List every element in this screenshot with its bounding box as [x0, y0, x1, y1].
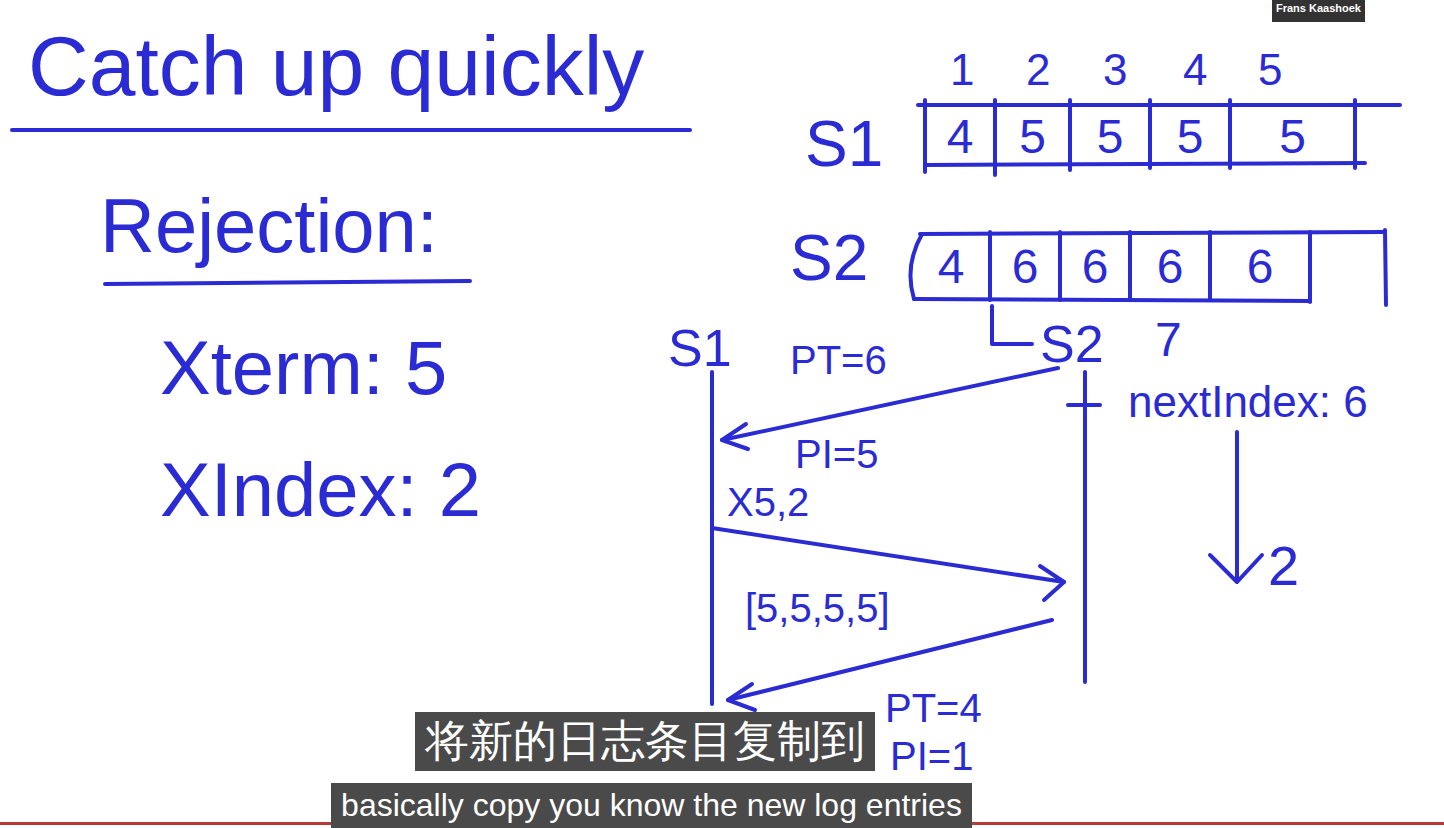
arrowhead: [728, 684, 755, 710]
index-number: 4: [1183, 48, 1207, 92]
node-text: 将新的日志条目复制到: [425, 716, 865, 767]
log-entry: 5: [1070, 107, 1150, 167]
message-field: PI=1: [890, 736, 973, 776]
index-number: 2: [1026, 48, 1050, 92]
server-name: S1: [668, 322, 732, 374]
index-number: 5: [1258, 48, 1282, 92]
log-row-bracket: [910, 234, 922, 299]
note: 2: [1268, 538, 1299, 594]
node-text: basically copy you know the new log entr…: [341, 787, 962, 824]
node-text: 6: [1082, 239, 1109, 294]
node-text: 5: [1177, 109, 1204, 164]
log-entry: 4: [912, 236, 990, 298]
heading: Rejection:: [100, 188, 438, 264]
note: nextIndex: 6: [1128, 380, 1368, 424]
timeline: [710, 372, 714, 704]
node-text: 6: [1247, 239, 1274, 294]
note: Xterm: 5: [160, 330, 447, 406]
subtitle: 将新的日志条目复制到: [415, 712, 875, 771]
log-entry: 5: [1230, 107, 1355, 167]
index-number: 1: [950, 48, 974, 92]
message-field: PT=4: [885, 688, 982, 728]
server-name: S2: [1040, 318, 1104, 370]
down-arrow: [1235, 432, 1239, 580]
message-field: PI=5: [795, 434, 878, 474]
log-entry: 6: [1130, 236, 1210, 298]
arrowhead: [1210, 555, 1262, 582]
node-text: 5: [1019, 109, 1046, 164]
tick-mark: [1068, 403, 1100, 407]
arrowhead: [1040, 566, 1064, 600]
note: XIndex: 2: [160, 452, 481, 528]
log-row-line: [914, 299, 1310, 301]
message-arrow: [722, 368, 1058, 440]
message-field: PT=6: [790, 340, 887, 380]
log-entry: 4: [925, 107, 995, 167]
timeline: [1083, 372, 1087, 682]
node-text: 5: [1279, 109, 1306, 164]
log-entry: 5: [995, 107, 1070, 167]
log-cell-divider: [990, 230, 1386, 305]
log-entry: 6: [990, 236, 1060, 298]
heading-underline: [105, 281, 470, 284]
node-text: 5: [1097, 109, 1124, 164]
log-row-line: [918, 103, 1400, 107]
arrowhead: [722, 424, 748, 449]
log-entry: 5: [1150, 107, 1230, 167]
board-title: Catch up quickly: [28, 24, 644, 108]
server-name: S2: [790, 226, 868, 290]
node-text: 6: [1157, 239, 1184, 294]
video-tile: Frans Kaashoek: [1272, 0, 1365, 22]
index-number: 3: [1103, 48, 1127, 92]
leader-mark: [992, 306, 1032, 344]
term-number: 7: [1155, 316, 1182, 364]
node-text: 6: [1012, 239, 1039, 294]
message-field: X5,2: [727, 482, 809, 522]
server-name: S1: [805, 112, 883, 176]
log-entry: 6: [1210, 236, 1310, 298]
message-field: [5,5,5,5]: [745, 588, 890, 628]
message-arrow: [712, 528, 1064, 582]
subtitle: basically copy you know the new log entr…: [331, 783, 972, 828]
log-entry: 6: [1060, 236, 1130, 298]
log-cell-divider: [925, 100, 1355, 175]
node-text: Frans Kaashoek: [1276, 2, 1361, 15]
node-text: 4: [947, 109, 974, 164]
node-text: 4: [938, 239, 965, 294]
title-underline: [12, 128, 690, 132]
